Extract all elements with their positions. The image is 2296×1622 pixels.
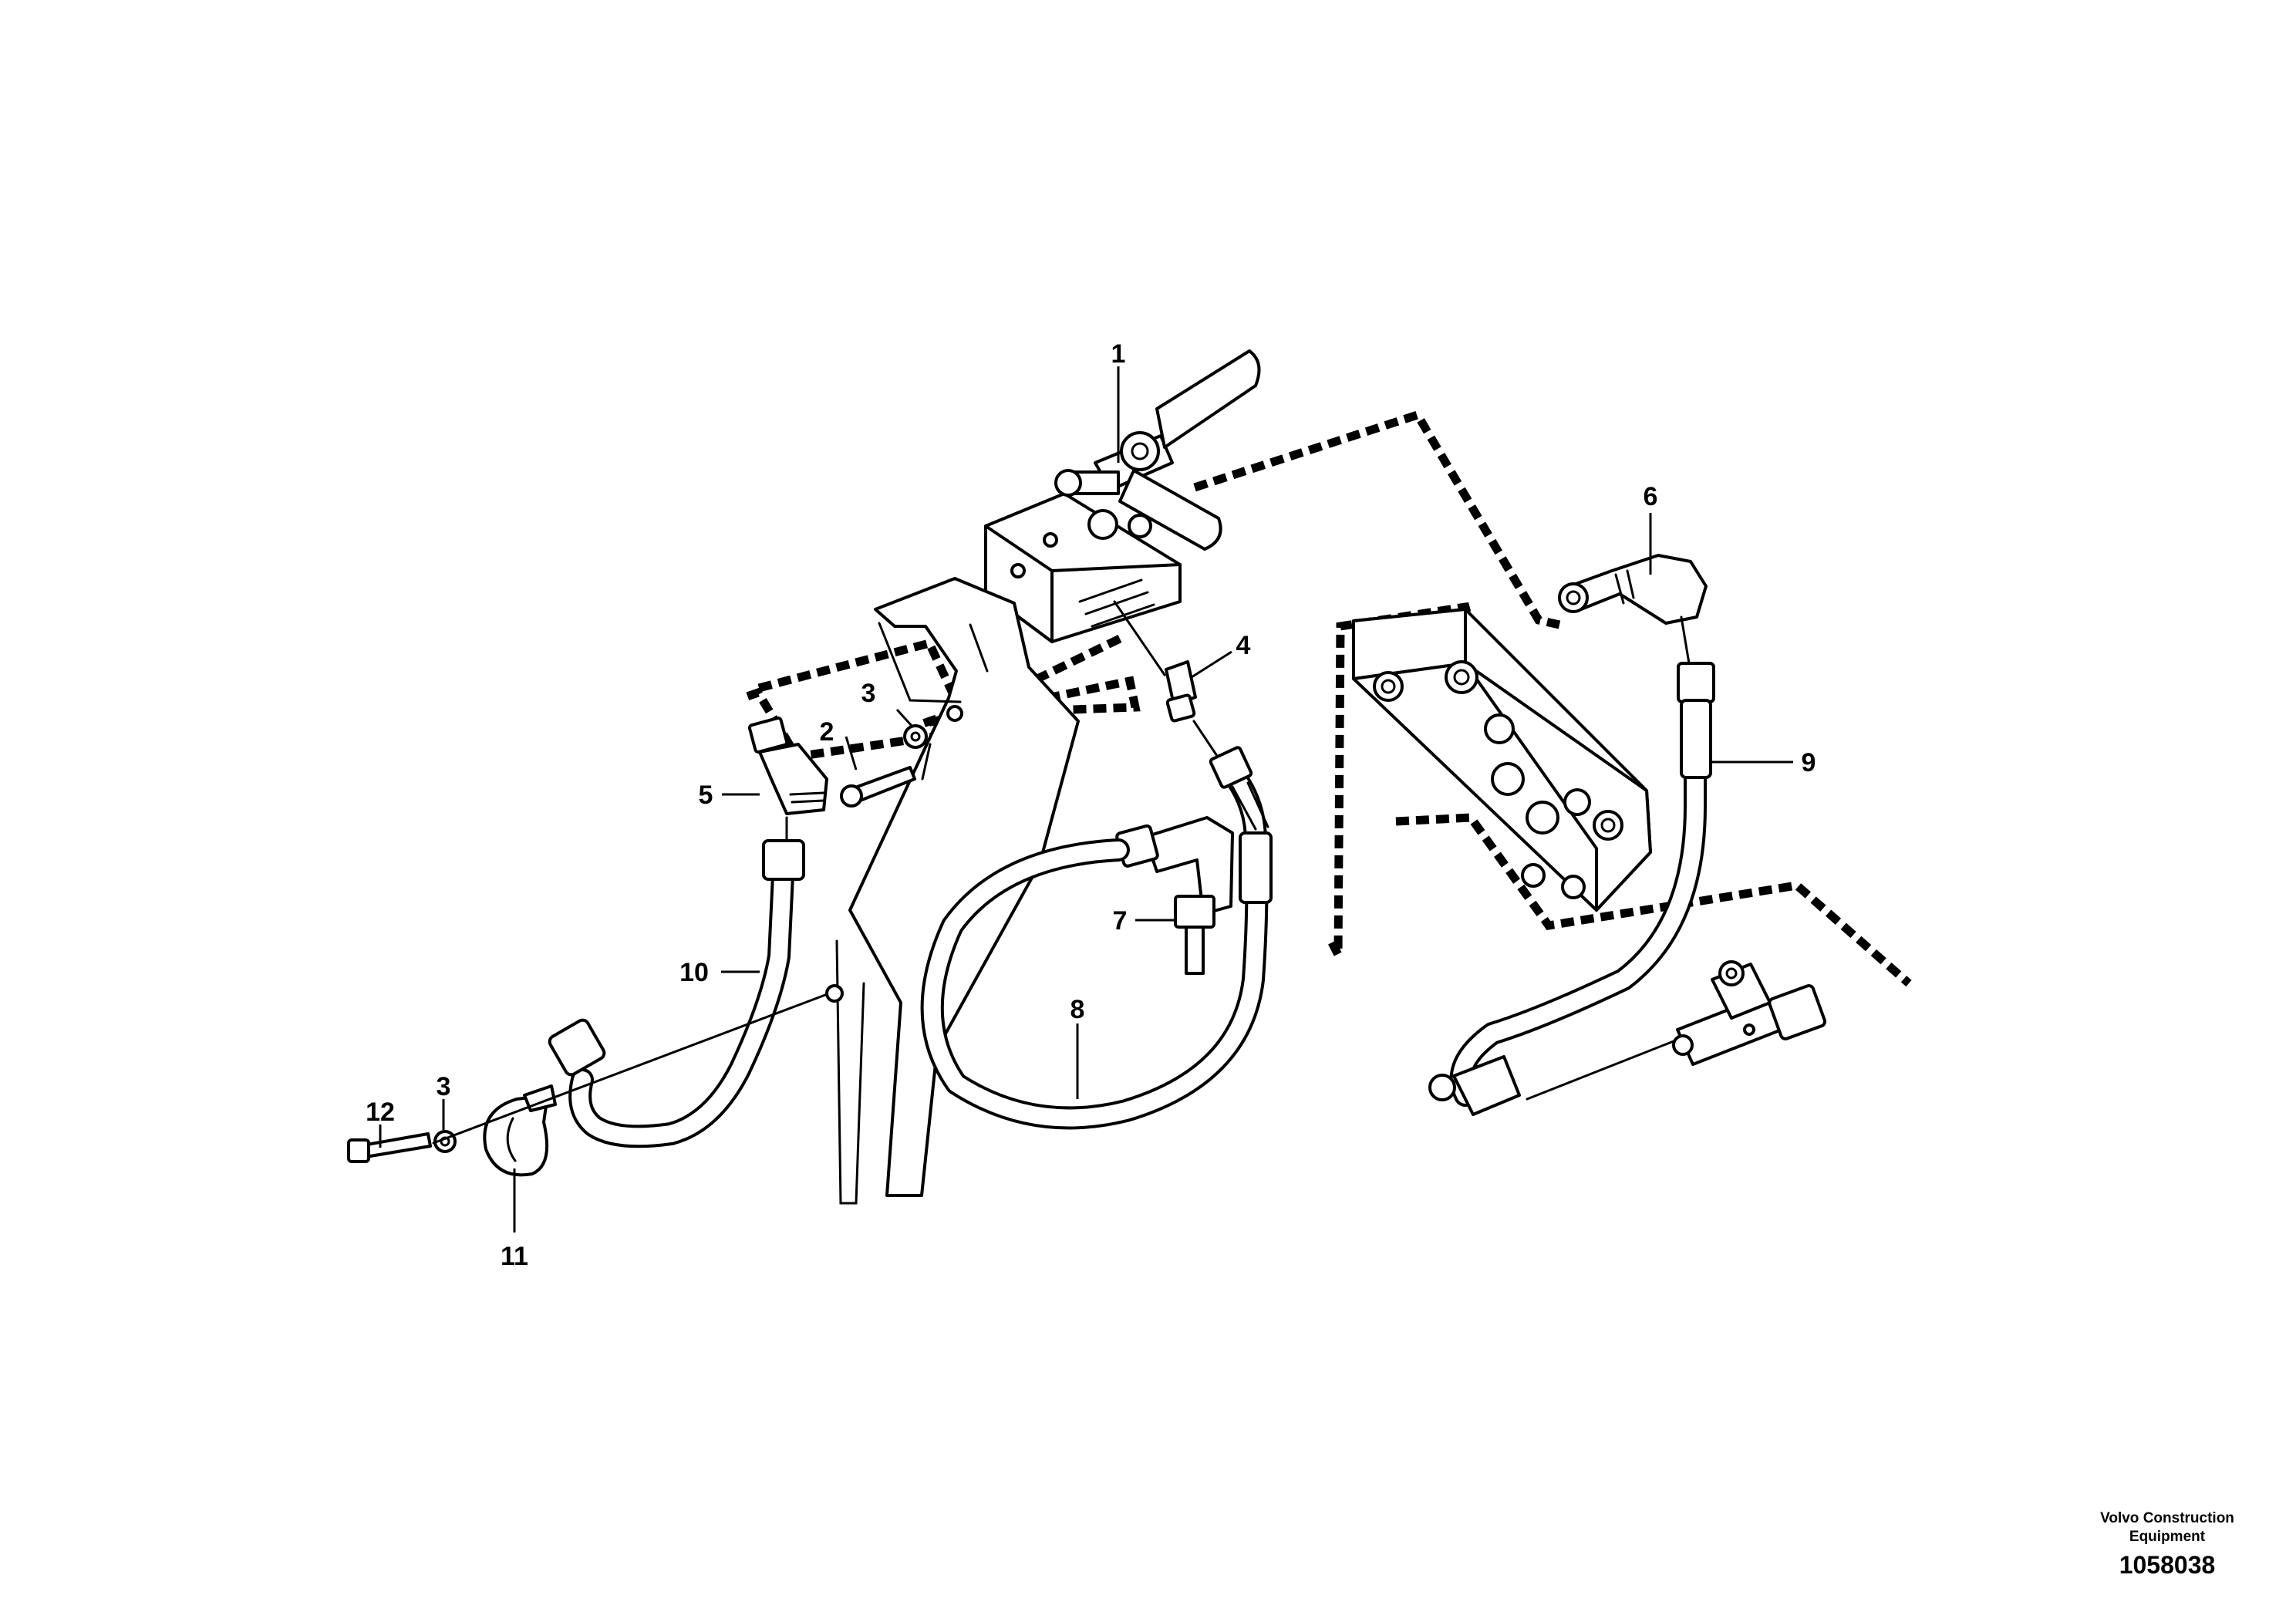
callout-labels: 1 2 3 4 5 6 7 8 9 10 11 3 12 [366, 339, 1816, 1271]
publisher-line-1: Volvo Construction [2100, 1510, 2234, 1526]
publisher-line-2: Equipment [2129, 1529, 2206, 1545]
elbow-fitting-6 [1558, 554, 1708, 625]
assembly-line [432, 993, 827, 1145]
bolt-12 [347, 1132, 432, 1163]
callout-3-lower: 3 [437, 1072, 451, 1101]
callout-11: 11 [501, 1242, 528, 1271]
elbow-fitting-7 [1115, 816, 1234, 975]
callout-2: 2 [820, 717, 834, 747]
screw-2 [840, 766, 916, 808]
callout-4: 4 [1236, 631, 1251, 660]
manifold-block [1352, 608, 1652, 912]
leader-lines [379, 366, 1793, 1233]
callout-7: 7 [1113, 906, 1128, 936]
washer-3-upper [903, 724, 928, 749]
callout-6: 6 [1644, 482, 1658, 511]
publisher-label: Volvo Construction Equipment [2075, 1509, 2260, 1546]
hose-9 [1428, 615, 1715, 1116]
callout-9: 9 [1802, 748, 1816, 777]
callout-10: 10 [679, 958, 709, 987]
callout-5: 5 [699, 781, 713, 810]
hose-8 [920, 746, 1273, 1130]
elbow-fitting-5 [747, 717, 828, 815]
pipe-10 [548, 816, 805, 1148]
mounting-bracket [825, 577, 1080, 1205]
callout-8: 8 [1070, 995, 1085, 1024]
document-number: 1058038 [2119, 1551, 2216, 1579]
callout-12: 12 [366, 1098, 395, 1127]
control-valve [984, 349, 1261, 643]
clamp-11 [483, 1084, 557, 1177]
connector-4 [1113, 600, 1219, 757]
callout-3-upper: 3 [861, 679, 876, 708]
callout-1: 1 [1111, 339, 1126, 369]
tee-fitting [1526, 960, 1827, 1101]
